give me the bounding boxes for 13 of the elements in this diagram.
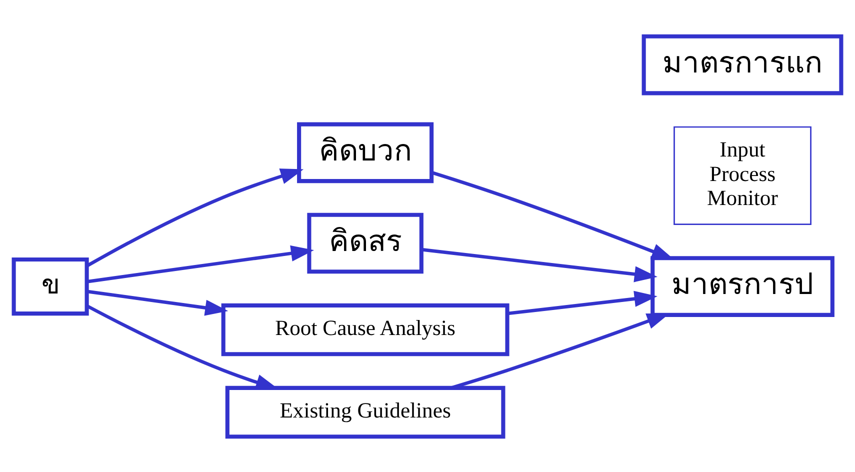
node-box: คิดบวก bbox=[297, 122, 434, 183]
node-box: Existing Guidelines bbox=[225, 385, 506, 438]
node-box: ข bbox=[12, 256, 89, 316]
arrow bbox=[86, 289, 228, 316]
arrow bbox=[86, 168, 304, 267]
arrow bbox=[86, 244, 314, 283]
node-box: คิดสร bbox=[307, 212, 424, 274]
node-box: มาตรการแก bbox=[642, 34, 844, 95]
arrow bbox=[421, 247, 658, 282]
node-box: Input Process Monitor bbox=[674, 126, 812, 224]
arrow bbox=[508, 290, 658, 315]
node-box: Root Cause Analysis bbox=[221, 302, 510, 356]
node-box: มาตรการป bbox=[650, 256, 834, 316]
